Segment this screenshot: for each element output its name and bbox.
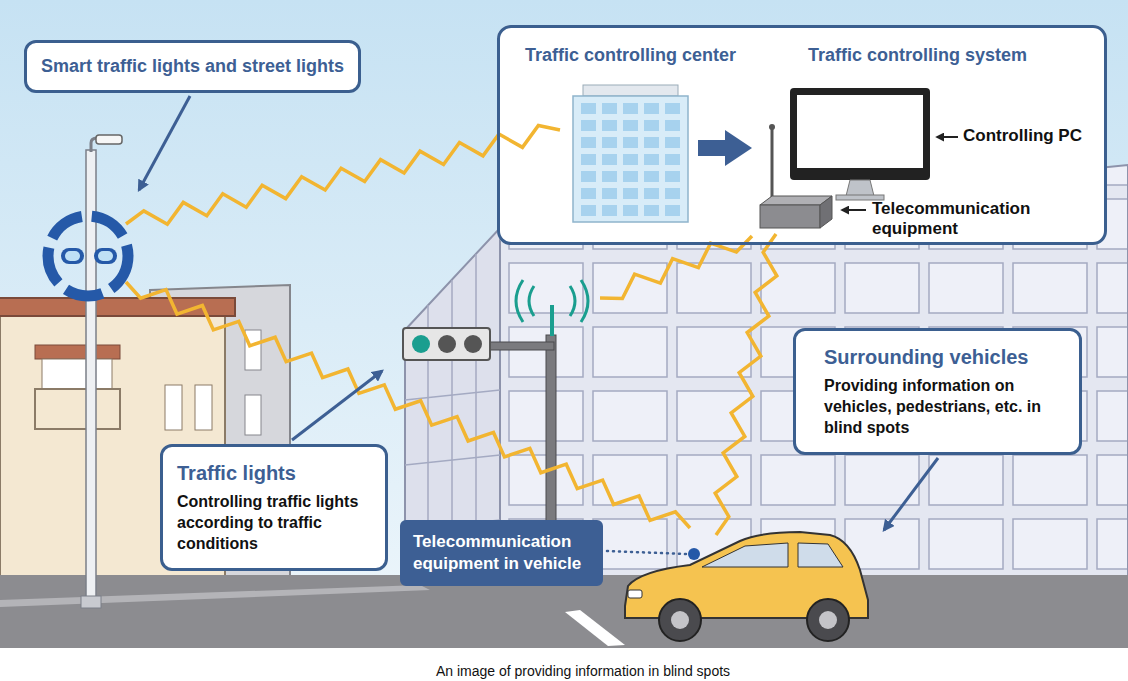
office-building	[405, 390, 500, 400]
leader-line	[842, 209, 866, 211]
part-label: Controlling PC	[963, 126, 1082, 146]
leader-line	[139, 96, 190, 190]
road	[565, 610, 625, 646]
controlling-pc	[790, 88, 930, 200]
car	[807, 599, 849, 641]
traffic-light	[581, 280, 588, 322]
figure-caption: An image of providing information in bli…	[0, 663, 1128, 679]
controlling-pc	[846, 180, 874, 196]
grey-building	[245, 395, 261, 435]
smart-sensor	[48, 216, 128, 296]
wireless-signal	[126, 125, 560, 224]
street-light	[81, 135, 122, 608]
traffic-light	[403, 328, 490, 360]
car	[819, 611, 837, 629]
traffic-light	[570, 286, 575, 316]
house-building	[35, 389, 120, 429]
traffic-light	[412, 335, 430, 353]
house-building	[195, 385, 212, 430]
callout-heading: Surrounding vehicles	[824, 345, 1063, 370]
street-light	[81, 596, 101, 608]
panel-heading: Traffic controlling center	[525, 44, 736, 67]
device-label-box: Telecommunication equipment in vehicle	[400, 520, 603, 586]
smart-sensor	[61, 248, 84, 264]
smart-sensor	[48, 216, 128, 296]
label-holder: Controlling PC	[963, 126, 1082, 146]
car	[688, 548, 700, 560]
callout-box: Traffic lightsControlling traffic lights…	[160, 444, 388, 571]
traffic-light	[464, 335, 482, 353]
leader-line	[292, 371, 382, 440]
sky	[0, 0, 1128, 648]
callout-body: Providing information on vehicles, pedes…	[824, 376, 1063, 438]
grey-building	[245, 330, 261, 370]
flow-arrow	[698, 130, 752, 166]
telecom-device	[760, 205, 820, 228]
traffic-light	[516, 280, 523, 322]
callout-body: Controlling traffic lights according to …	[177, 492, 373, 554]
car	[625, 532, 868, 641]
panel-heading: Traffic controlling system	[808, 44, 1027, 67]
control-center-building	[578, 100, 683, 219]
wireless-signal	[715, 234, 777, 535]
traffic-light	[550, 305, 554, 336]
street-light	[96, 135, 122, 144]
smart-sensor	[65, 251, 80, 261]
house-building	[165, 385, 182, 430]
callout-box: Surrounding vehiclesProviding informatio…	[793, 328, 1082, 455]
road	[0, 585, 430, 607]
control-center-building	[583, 85, 678, 96]
telecom-device	[820, 196, 832, 228]
smart-sensor	[98, 251, 113, 261]
wireless-signal	[600, 236, 752, 299]
device-label: Telecommunication equipment in vehicle	[413, 531, 590, 575]
callout-heading: Traffic lights	[177, 461, 373, 486]
car	[798, 543, 843, 567]
telecom-device	[760, 124, 832, 228]
panel-ground	[497, 25, 1107, 245]
traffic-light	[438, 335, 456, 353]
telecom-device	[769, 124, 775, 130]
part-label: Telecommunication equipment	[872, 199, 1047, 240]
callout-box: Smart traffic lights and street lights	[24, 40, 361, 93]
house-building	[42, 359, 112, 389]
controlling-pc	[790, 88, 930, 180]
control-center-building	[573, 96, 688, 222]
office-building	[405, 455, 500, 465]
car	[702, 543, 788, 567]
traffic-light	[488, 342, 554, 350]
car	[628, 590, 642, 598]
car	[659, 599, 701, 641]
smart-sensor	[94, 248, 117, 264]
telecom-device	[771, 128, 774, 200]
callout-heading: Smart traffic lights and street lights	[41, 55, 344, 78]
car	[671, 611, 689, 629]
leader-line	[937, 136, 958, 138]
leader-line	[607, 551, 686, 554]
control-center-building	[573, 85, 688, 222]
controlling-pc	[797, 95, 923, 168]
leader-line	[884, 458, 938, 530]
label-holder: Telecommunication equipment	[872, 199, 1047, 240]
traffic-light	[529, 286, 534, 316]
house-building	[35, 345, 120, 359]
caption-holder: An image of providing information in bli…	[0, 663, 1128, 679]
